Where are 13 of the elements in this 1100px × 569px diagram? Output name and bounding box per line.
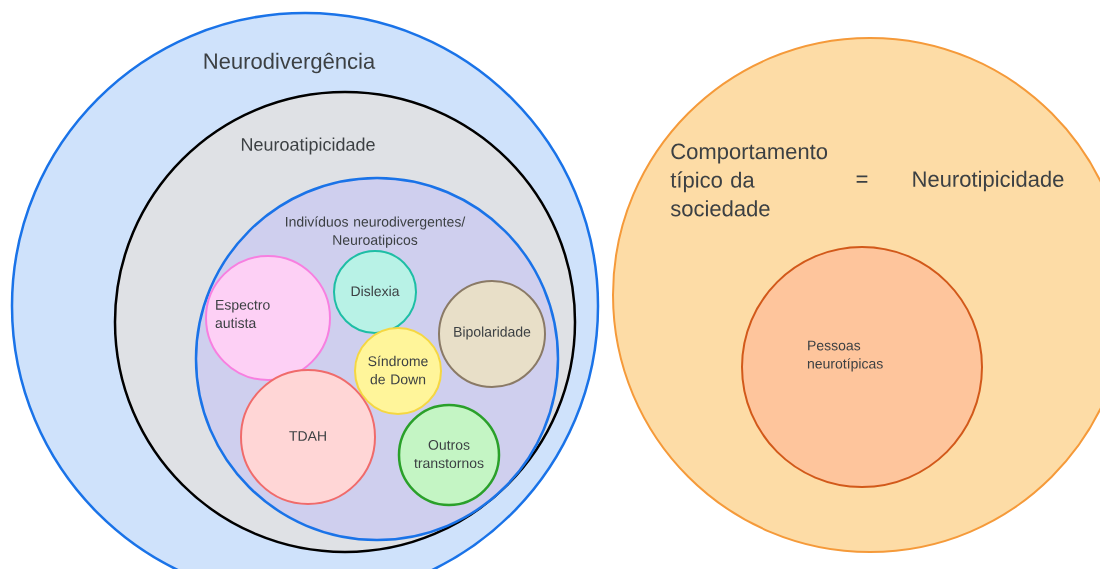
circle-label: Indivíduos neurodivergentes/ Neuroatipicos — [286, 216, 466, 248]
circle-label: Neurotipicidade — [913, 170, 1064, 192]
circle-label: Neuroatipicidade — [241, 137, 375, 155]
circle-label: Neurodivergência — [204, 52, 376, 74]
circle-label: Bipolaridade — [454, 326, 531, 340]
circle-label: Outros transtornos — [414, 439, 484, 469]
circle-label: Espectro autista — [215, 300, 270, 328]
circle-label: Dislexia — [351, 285, 400, 297]
circle-label: Síndrome de Down — [368, 355, 428, 385]
circle-label: Pessoas neurotípicas — [807, 340, 883, 372]
circle-label: Comportamento típico da sociedade — [670, 143, 828, 217]
circle-label: TDAH — [289, 431, 326, 441]
circle-label: = — [856, 175, 868, 183]
